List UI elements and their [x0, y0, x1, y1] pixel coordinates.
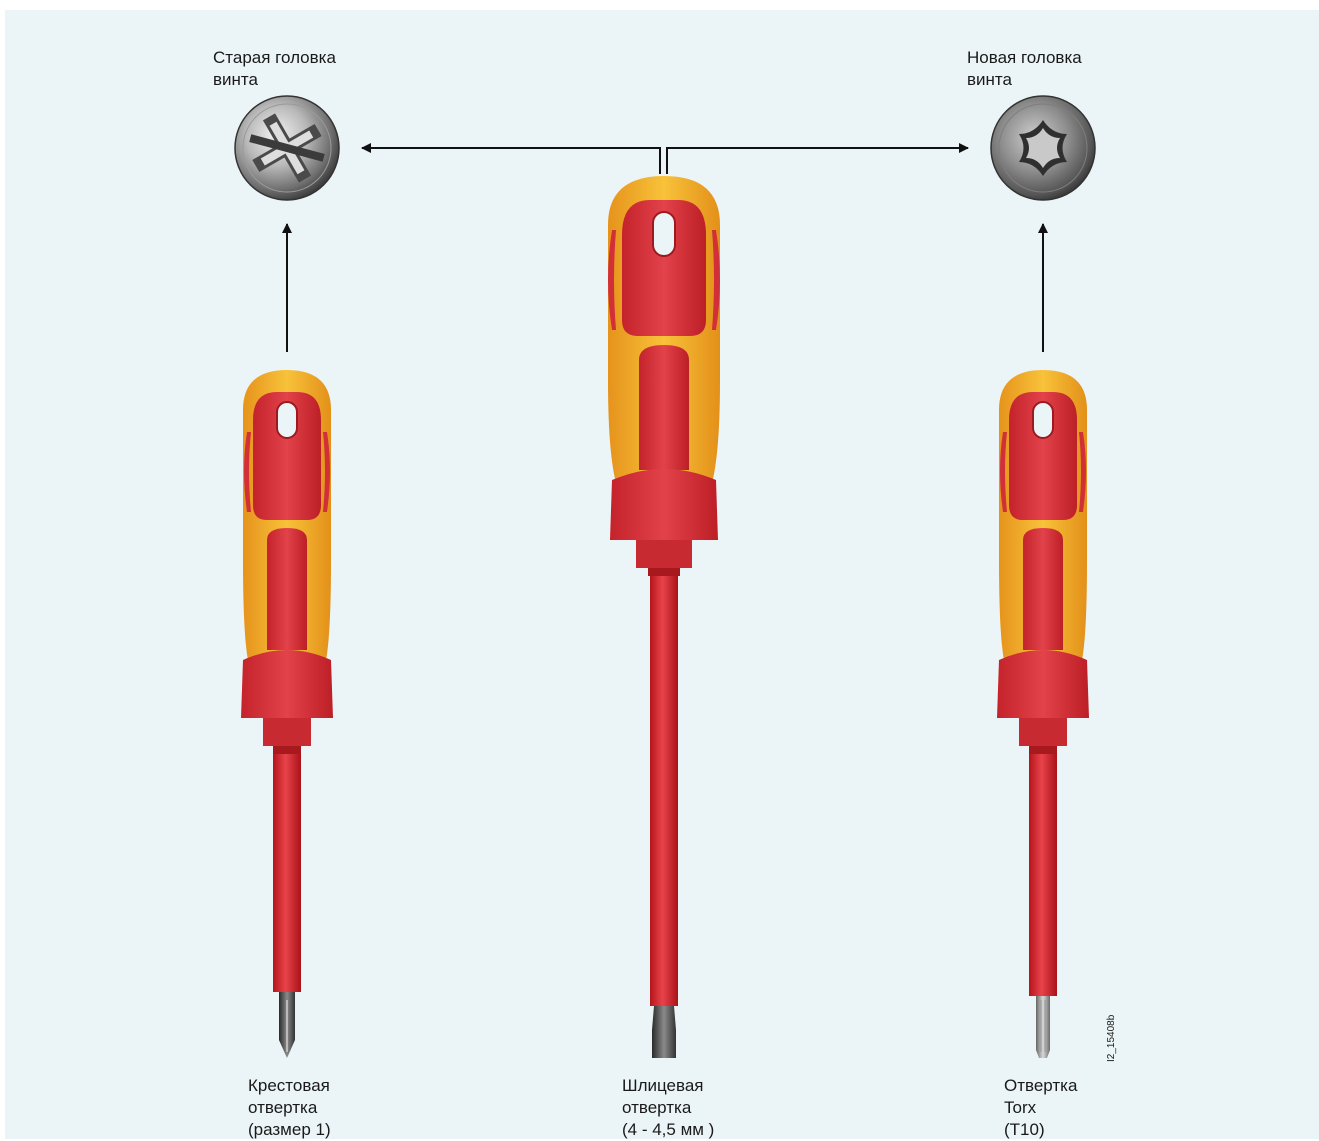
arrow-slotted-to-old: [362, 148, 660, 174]
arrow-slotted-to-new: [667, 148, 968, 174]
old-screw-label: Старая головка винта: [213, 47, 336, 91]
slotted-screwdriver-label: Шлицевая отвертка (4 - 4,5 мм ): [622, 1075, 714, 1141]
phillips-screwdriver-label: Крестовая отвертка (размер 1): [248, 1075, 331, 1141]
old-screw-head-icon: [235, 96, 339, 200]
torx-screwdriver-icon: [997, 370, 1089, 1058]
slotted-screwdriver-icon: [608, 176, 720, 1058]
new-screw-head-icon: [991, 96, 1095, 200]
torx-screwdriver-label: Отвертка Torx (T10): [1004, 1075, 1077, 1141]
phillips-screwdriver-icon: [241, 370, 333, 1058]
figure-code: I2_15408b: [1106, 1015, 1117, 1062]
new-screw-label: Новая головка винта: [967, 47, 1082, 91]
